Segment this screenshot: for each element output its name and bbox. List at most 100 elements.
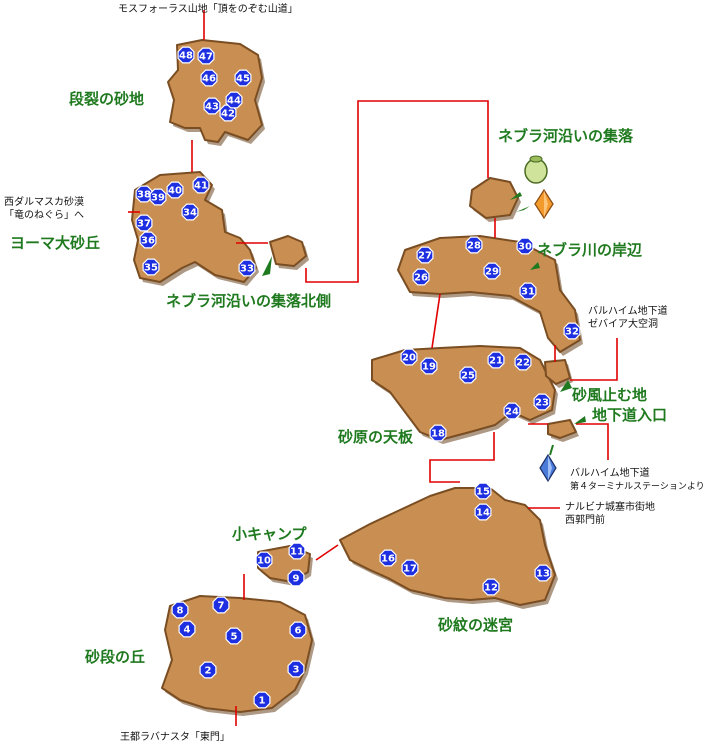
- marker-octagon-icon: [287, 569, 305, 587]
- marker-17: 17: [401, 559, 419, 577]
- zone-small-camp: 小キャンプ: [232, 525, 308, 543]
- marker-label: 14: [476, 508, 490, 519]
- marker-octagon-icon: [135, 185, 153, 203]
- marker-label: 16: [381, 554, 395, 565]
- marker-31: 31: [519, 282, 537, 300]
- marker-octagon-icon: [199, 661, 217, 679]
- zone-sunakaze: 砂風止む地: [572, 386, 647, 404]
- marker-octagon-icon: [203, 97, 221, 115]
- marker-label: 44: [227, 96, 241, 107]
- marker-octagon-icon: [519, 282, 537, 300]
- marker-label: 46: [202, 74, 216, 85]
- note-west-2: 「竜のねぐら」へ: [4, 208, 84, 221]
- marker-47: 47: [197, 47, 215, 65]
- marker-label: 9: [293, 574, 300, 585]
- marker-label: 3: [293, 665, 300, 676]
- marker-28: 28: [465, 236, 483, 254]
- marker-label: 28: [467, 241, 481, 252]
- marker-21: 21: [487, 351, 505, 369]
- marker-octagon-icon: [225, 91, 243, 109]
- marker-label: 8: [177, 606, 184, 617]
- marker-octagon-icon: [474, 482, 492, 500]
- note-barheim-b-1: バルハイム地下道: [570, 466, 650, 479]
- blue-teleport-crystal-icon: [539, 444, 557, 483]
- marker-3: 3: [287, 660, 305, 678]
- marker-20: 20: [400, 348, 418, 366]
- marker-label: 17: [403, 564, 417, 575]
- marker-5: 5: [225, 627, 243, 645]
- marker-octagon-icon: [177, 46, 195, 64]
- marker-label: 30: [518, 242, 532, 253]
- marker-label: 48: [179, 51, 193, 62]
- marker-label: 31: [521, 287, 535, 298]
- note-barheim-a-2: ゼバイア大空洞: [588, 317, 658, 330]
- marker-label: 42: [221, 109, 235, 120]
- marker-11: 11: [288, 542, 306, 560]
- marker-18: 18: [429, 424, 447, 442]
- marker-4: 4: [178, 620, 196, 638]
- marker-35: 35: [142, 258, 160, 276]
- marker-octagon-icon: [253, 691, 271, 709]
- marker-octagon-icon: [234, 69, 252, 87]
- samon-landmass: [339, 487, 556, 606]
- zone-yoma: ヨーマ大砂丘: [10, 234, 100, 252]
- dansai-landmass: [167, 39, 263, 143]
- zone-nebra-bank: ネブラ川の岸辺: [537, 241, 643, 259]
- marker-label: 34: [183, 208, 197, 219]
- marker-octagon-icon: [212, 596, 230, 614]
- marker-32: 32: [563, 322, 581, 340]
- marker-octagon-icon: [255, 551, 273, 569]
- marker-label: 22: [516, 358, 530, 369]
- route-barheim-b: [576, 423, 609, 460]
- marker-41: 41: [192, 176, 210, 194]
- marker-octagon-icon: [142, 258, 160, 276]
- marker-octagon-icon: [487, 351, 505, 369]
- marker-10: 10: [255, 551, 273, 569]
- marker-label: 21: [489, 356, 503, 367]
- marker-label: 10: [257, 556, 271, 567]
- marker-label: 19: [422, 362, 436, 373]
- marker-label: 29: [485, 267, 499, 278]
- note-bottom: 王都ラバナスタ「東門」: [120, 730, 230, 743]
- marker-23: 23: [533, 393, 551, 411]
- note-barheim-a-1: バルハイム地下道: [588, 304, 668, 317]
- marker-label: 33: [240, 264, 254, 275]
- orange-save-crystal-icon: [534, 188, 554, 220]
- marker-43: 43: [203, 97, 221, 115]
- routes: [128, 10, 618, 726]
- marker-octagon-icon: [465, 236, 483, 254]
- marker-label: 12: [484, 583, 498, 594]
- marker-22: 22: [514, 353, 532, 371]
- sunakaze-landmass: [544, 359, 571, 385]
- marker-7: 7: [212, 596, 230, 614]
- note-west-1: 西ダルマスカ砂漠: [4, 195, 84, 208]
- marker-label: 38: [137, 190, 151, 201]
- marker-label: 6: [295, 626, 302, 637]
- urn-icon: [510, 155, 548, 200]
- marker-19: 19: [420, 357, 438, 375]
- note-barheim-b-2: 第４ターミナルステーションより: [570, 480, 705, 492]
- marker-label: 1: [259, 696, 266, 707]
- route-bank-sunahara: [431, 293, 441, 349]
- marker-octagon-icon: [200, 69, 218, 87]
- marker-octagon-icon: [400, 348, 418, 366]
- marker-label: 23: [535, 398, 549, 409]
- marker-label: 7: [218, 601, 225, 612]
- notes: モスフォーラス山地「頂をのぞむ山道」 西ダルマスカ砂漠 「竜のねぐら」へ バルハ…: [4, 2, 705, 743]
- note-top: モスフォーラス山地「頂をのぞむ山道」: [118, 2, 298, 15]
- marker-label: 11: [290, 547, 304, 558]
- marker-octagon-icon: [238, 259, 256, 277]
- marker-label: 27: [418, 251, 432, 262]
- marker-label: 36: [141, 236, 155, 247]
- marker-octagon-icon: [379, 549, 397, 567]
- marker-label: 45: [236, 74, 250, 85]
- marker-16: 16: [379, 549, 397, 567]
- marker-6: 6: [289, 621, 307, 639]
- marker-8: 8: [171, 601, 189, 619]
- marker-30: 30: [516, 237, 534, 255]
- marker-label: 5: [231, 632, 238, 643]
- marker-label: 2: [205, 666, 212, 677]
- marker-label: 32: [565, 327, 579, 338]
